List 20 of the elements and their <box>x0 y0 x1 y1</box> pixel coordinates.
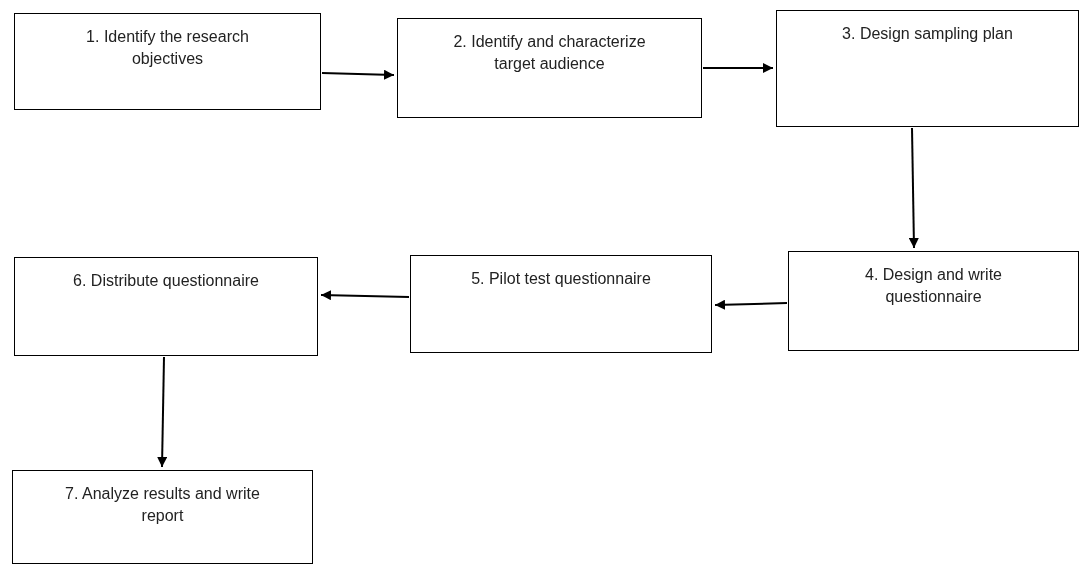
step-label: 2. Identify and characterize target audience <box>452 32 647 74</box>
process-box <box>397 18 702 118</box>
step-label: 7. Analyze results and write report <box>64 484 261 526</box>
step-label: 4. Design and write questionnaire <box>864 265 1003 307</box>
process-box <box>776 10 1079 127</box>
arrow <box>908 127 919 249</box>
arrow <box>714 299 788 310</box>
process-box <box>14 257 318 356</box>
step-label: 1. Identify the research objectives <box>85 27 250 69</box>
step-label: 5. Pilot test questionnaire <box>470 269 652 289</box>
process-box <box>788 251 1079 351</box>
process-box <box>410 255 712 353</box>
process-box <box>12 470 313 564</box>
arrow <box>321 69 395 80</box>
arrow <box>702 63 774 73</box>
arrow <box>320 290 410 301</box>
process-box <box>14 13 321 110</box>
step-label: 6. Distribute questionnaire <box>72 271 260 291</box>
step-label: 3. Design sampling plan <box>841 24 1014 44</box>
arrow <box>157 356 168 468</box>
